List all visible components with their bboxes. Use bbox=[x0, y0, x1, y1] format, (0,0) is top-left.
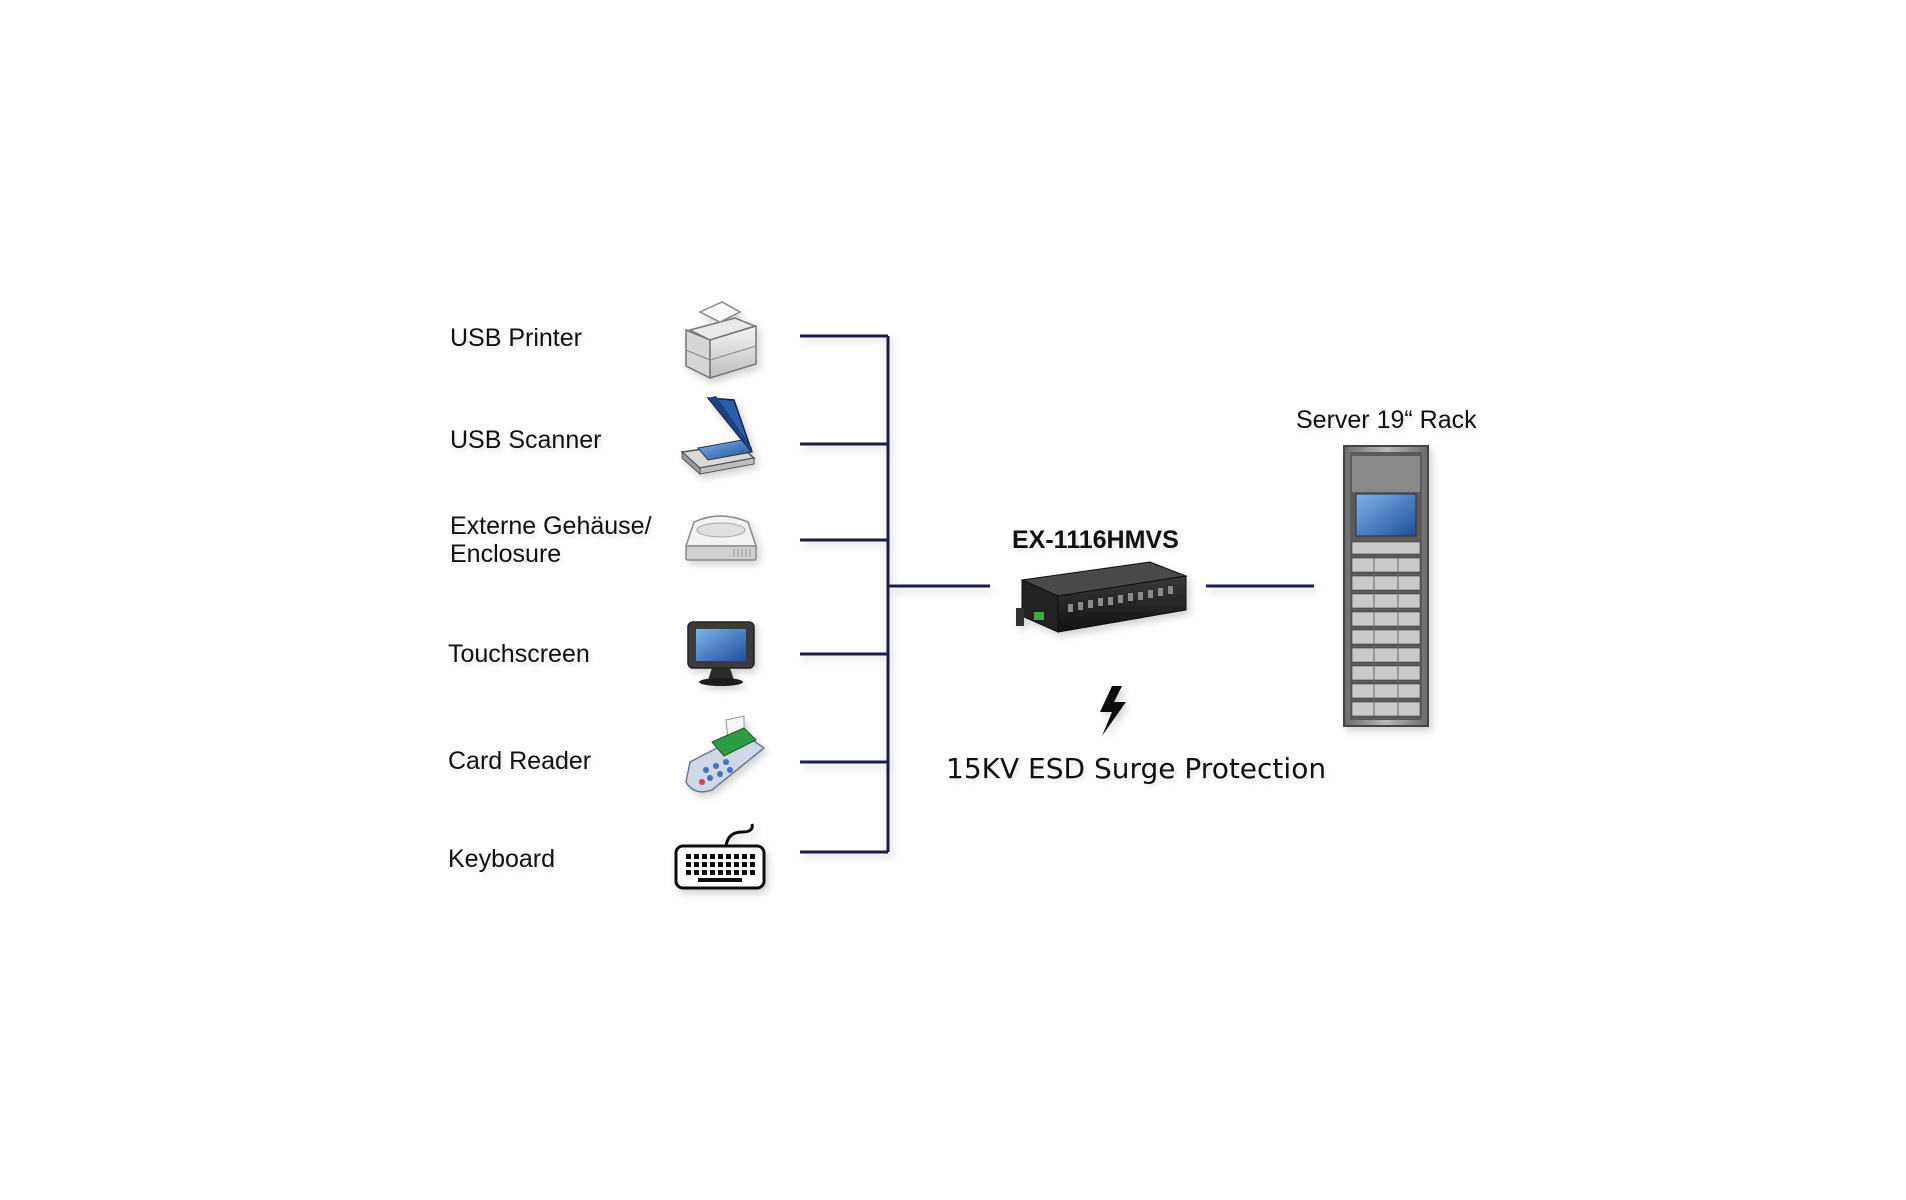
lightning-bolt-icon bbox=[1100, 686, 1126, 736]
device-label-usb-printer: USB Printer bbox=[450, 324, 582, 352]
hub-label: EX-1116HMVS bbox=[1012, 526, 1179, 554]
device-label-card-reader: Card Reader bbox=[448, 747, 592, 775]
surge-protection-label: 15KV ESD Surge Protection bbox=[946, 752, 1327, 785]
touchscreen-icon bbox=[687, 621, 755, 686]
card-reader-icon bbox=[685, 715, 766, 793]
keyboard-icon bbox=[674, 823, 766, 890]
device-label-enclosure-line1: Externe Gehäuse/ bbox=[450, 512, 652, 540]
device-label-usb-scanner: USB Scanner bbox=[450, 426, 602, 454]
connector-lines bbox=[800, 334, 1314, 854]
server-label: Server 19“ Rack bbox=[1296, 406, 1477, 434]
printer-icon bbox=[685, 301, 758, 380]
device-label-enclosure: Externe Gehäuse/ Enclosure bbox=[450, 512, 652, 568]
scanner-icon bbox=[680, 396, 756, 476]
server-rack-icon bbox=[1343, 445, 1429, 727]
device-label-enclosure-line2: Enclosure bbox=[450, 540, 562, 568]
hard-drive-icon bbox=[684, 515, 758, 561]
device-label-touchscreen: Touchscreen bbox=[448, 640, 590, 668]
usb-hub-icon bbox=[1016, 561, 1188, 633]
device-label-keyboard: Keyboard bbox=[448, 845, 556, 873]
